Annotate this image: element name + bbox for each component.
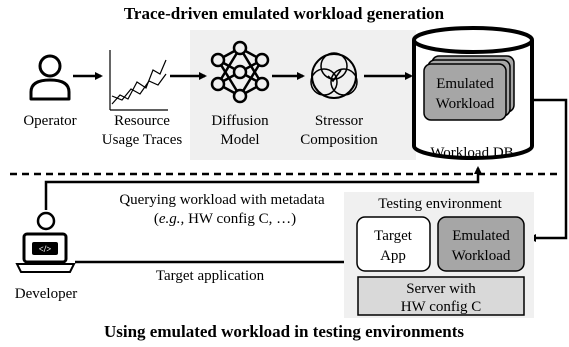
emulated-line1: Emulated xyxy=(452,228,510,244)
svg-text:</>: </> xyxy=(39,244,52,254)
target-app-line2: App xyxy=(380,248,406,264)
server-box xyxy=(357,276,525,316)
traces-label-line1: Resource xyxy=(114,113,170,129)
bottom-title: Using emulated workload in testing envir… xyxy=(104,322,464,341)
generation-panel xyxy=(190,30,416,160)
target-app-line1: Target xyxy=(374,228,413,244)
stressor-label-line1: Stressor xyxy=(315,113,363,129)
emulated-line2: Workload xyxy=(452,248,511,264)
usage-traces-chart-icon xyxy=(109,50,168,111)
query-label: Querying workload with metadata xyxy=(119,192,325,208)
server-line2: HW config C xyxy=(401,299,482,315)
neural-network-icon xyxy=(210,40,270,104)
operator-label: Operator xyxy=(23,113,76,129)
stressor-label-line2: Composition xyxy=(300,132,378,148)
query-example: (e.g., HW config C, …) xyxy=(154,211,296,227)
db-item-line2: Workload xyxy=(436,96,495,112)
diffusion-label-line1: Diffusion xyxy=(211,113,269,129)
arrow-db-to-testing-env xyxy=(528,98,568,242)
stressor-composition-icon xyxy=(310,52,358,99)
diffusion-label-line2: Model xyxy=(220,132,259,148)
developer-icon: </> xyxy=(15,211,76,273)
db-stack-card-front xyxy=(423,63,507,121)
developer-label: Developer xyxy=(15,286,77,302)
target-application-label: Target application xyxy=(156,268,265,284)
server-line1: Server with xyxy=(406,281,476,297)
db-label: Workload DB xyxy=(430,145,513,161)
target-app-box xyxy=(356,216,431,272)
db-item-line1: Emulated xyxy=(436,76,494,92)
emulated-workload-box xyxy=(437,216,525,272)
testing-env-label: Testing environment xyxy=(378,196,502,212)
arrow-query-to-db xyxy=(44,166,482,210)
operator-icon xyxy=(29,54,71,101)
traces-label-line2: Usage Traces xyxy=(102,132,183,148)
top-title: Trace-driven emulated workload generatio… xyxy=(124,4,445,23)
